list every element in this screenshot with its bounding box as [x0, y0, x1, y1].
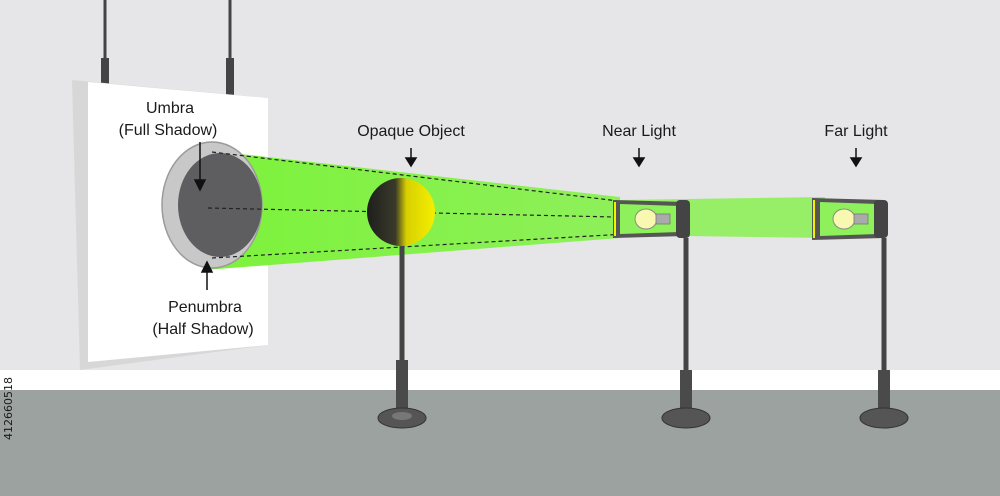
penumbra-sublabel: (Half Shadow): [152, 321, 253, 338]
far-light-lamp: [812, 198, 909, 429]
umbra-label: Umbra: [146, 100, 194, 117]
watermark-id: 412660518: [2, 377, 15, 440]
far-light-label: Far Light: [824, 123, 888, 140]
far-bulb-icon: [832, 208, 856, 230]
umbra-sublabel: (Full Shadow): [119, 122, 218, 139]
opaque-object-label: Opaque Object: [357, 123, 465, 140]
baseboard: [0, 370, 1000, 390]
near-light-label: Near Light: [602, 123, 676, 140]
sphere: [367, 178, 435, 246]
near-bulb-icon: [634, 208, 658, 230]
shadow: [161, 141, 263, 269]
floor: [0, 390, 1000, 496]
opaque-object: [367, 178, 435, 429]
penumbra-label: Penumbra: [168, 299, 242, 316]
hanging-wires: [101, 0, 234, 98]
label-arrows: [193, 142, 863, 290]
umbra-disc: [178, 153, 262, 257]
near-light-lamp: [613, 200, 711, 429]
